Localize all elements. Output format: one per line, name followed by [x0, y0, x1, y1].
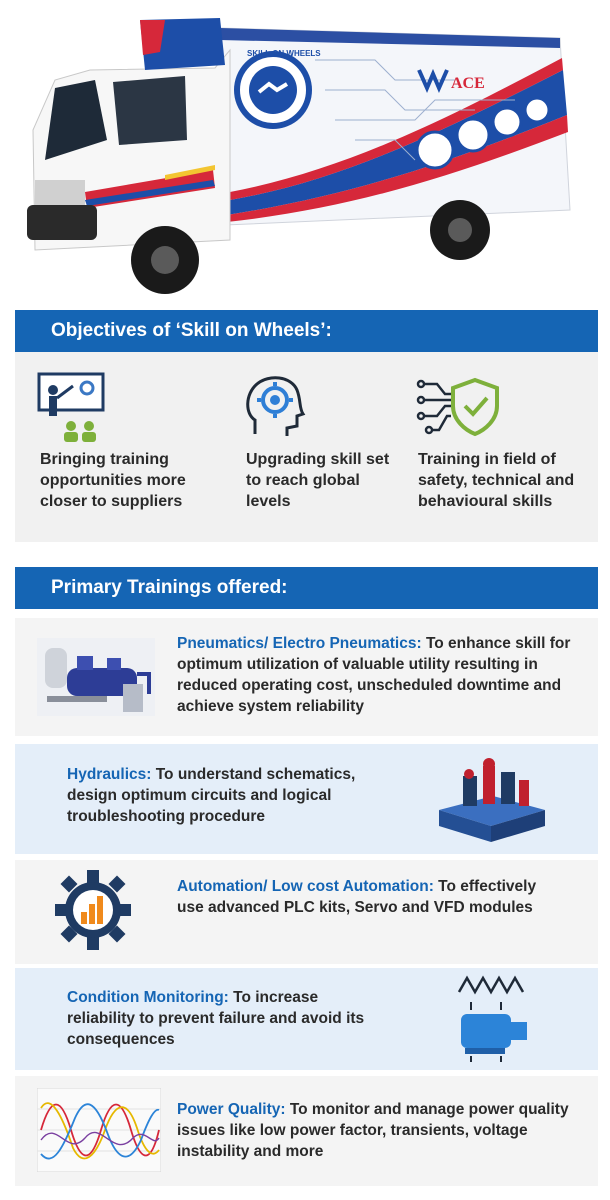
circuit-shield-check-icon [416, 377, 499, 437]
pneumatic-machine-icon [37, 638, 155, 716]
training-desc: To enhance skill for optimum utilization… [177, 635, 571, 715]
training-desc: To understand schematics, design optimum… [67, 766, 356, 825]
training-description: Condition Monitoring: To increase reliab… [67, 987, 387, 1050]
waveform-chart-icon [37, 1088, 161, 1172]
training-description: Power Quality: To monitor and manage pow… [177, 1099, 577, 1162]
ace-logo-icon: ACE [417, 68, 485, 93]
objective-text: Training in field of safety, technical a… [418, 451, 575, 510]
head-gear-icon [246, 376, 306, 436]
training-row-condition-monitoring: Condition Monitoring: To increase reliab… [15, 968, 598, 1070]
training-row-power-quality: Power Quality: To monitor and manage pow… [15, 1076, 598, 1186]
training-row-pneumatics: Pneumatics/ Electro Pneumatics: To enhan… [15, 618, 598, 736]
training-title: Hydraulics: [67, 766, 152, 783]
truck-image: SKILL ON WHEELS ACE [15, 10, 600, 300]
svg-text:SKILL ON WHEELS: SKILL ON WHEELS [247, 49, 321, 58]
motor-vibration-icon [457, 975, 527, 1062]
svg-text:ACE: ACE [451, 75, 485, 92]
training-title: Pneumatics/ Electro Pneumatics: [177, 635, 422, 652]
training-description: Automation/ Low cost Automation: To effe… [177, 876, 537, 918]
training-description: Hydraulics: To understand schematics, de… [67, 764, 387, 827]
training-desc: To increase reliability to prevent failu… [67, 989, 365, 1048]
presentation-teacher-icon [37, 372, 105, 442]
training-desc: To effectively use advanced PLC kits, Se… [177, 878, 537, 916]
skill-on-wheels-badge-icon: SKILL ON WHEELS [234, 49, 321, 129]
training-title: Power Quality: [177, 1101, 286, 1118]
objective-text: Bringing training opportunities more clo… [40, 451, 186, 510]
objectives-panel: Bringing training opportunities more clo… [15, 352, 598, 542]
training-title: Condition Monitoring: [67, 989, 229, 1006]
training-row-automation: Automation/ Low cost Automation: To effe… [15, 860, 598, 964]
training-desc: To monitor and manage power quality issu… [177, 1101, 569, 1160]
objective-text: Upgrading skill set to reach global leve… [246, 451, 390, 510]
objectives-header: Objectives of ‘Skill on Wheels’: [15, 310, 598, 352]
training-description: Pneumatics/ Electro Pneumatics: To enhan… [177, 633, 595, 717]
training-title: Automation/ Low cost Automation: [177, 878, 434, 895]
gear-chart-icon [55, 870, 131, 950]
hydraulic-unit-icon [439, 758, 545, 842]
trainings-header: Primary Trainings offered: [15, 567, 598, 609]
training-row-hydraulics: Hydraulics: To understand schematics, de… [15, 744, 598, 854]
